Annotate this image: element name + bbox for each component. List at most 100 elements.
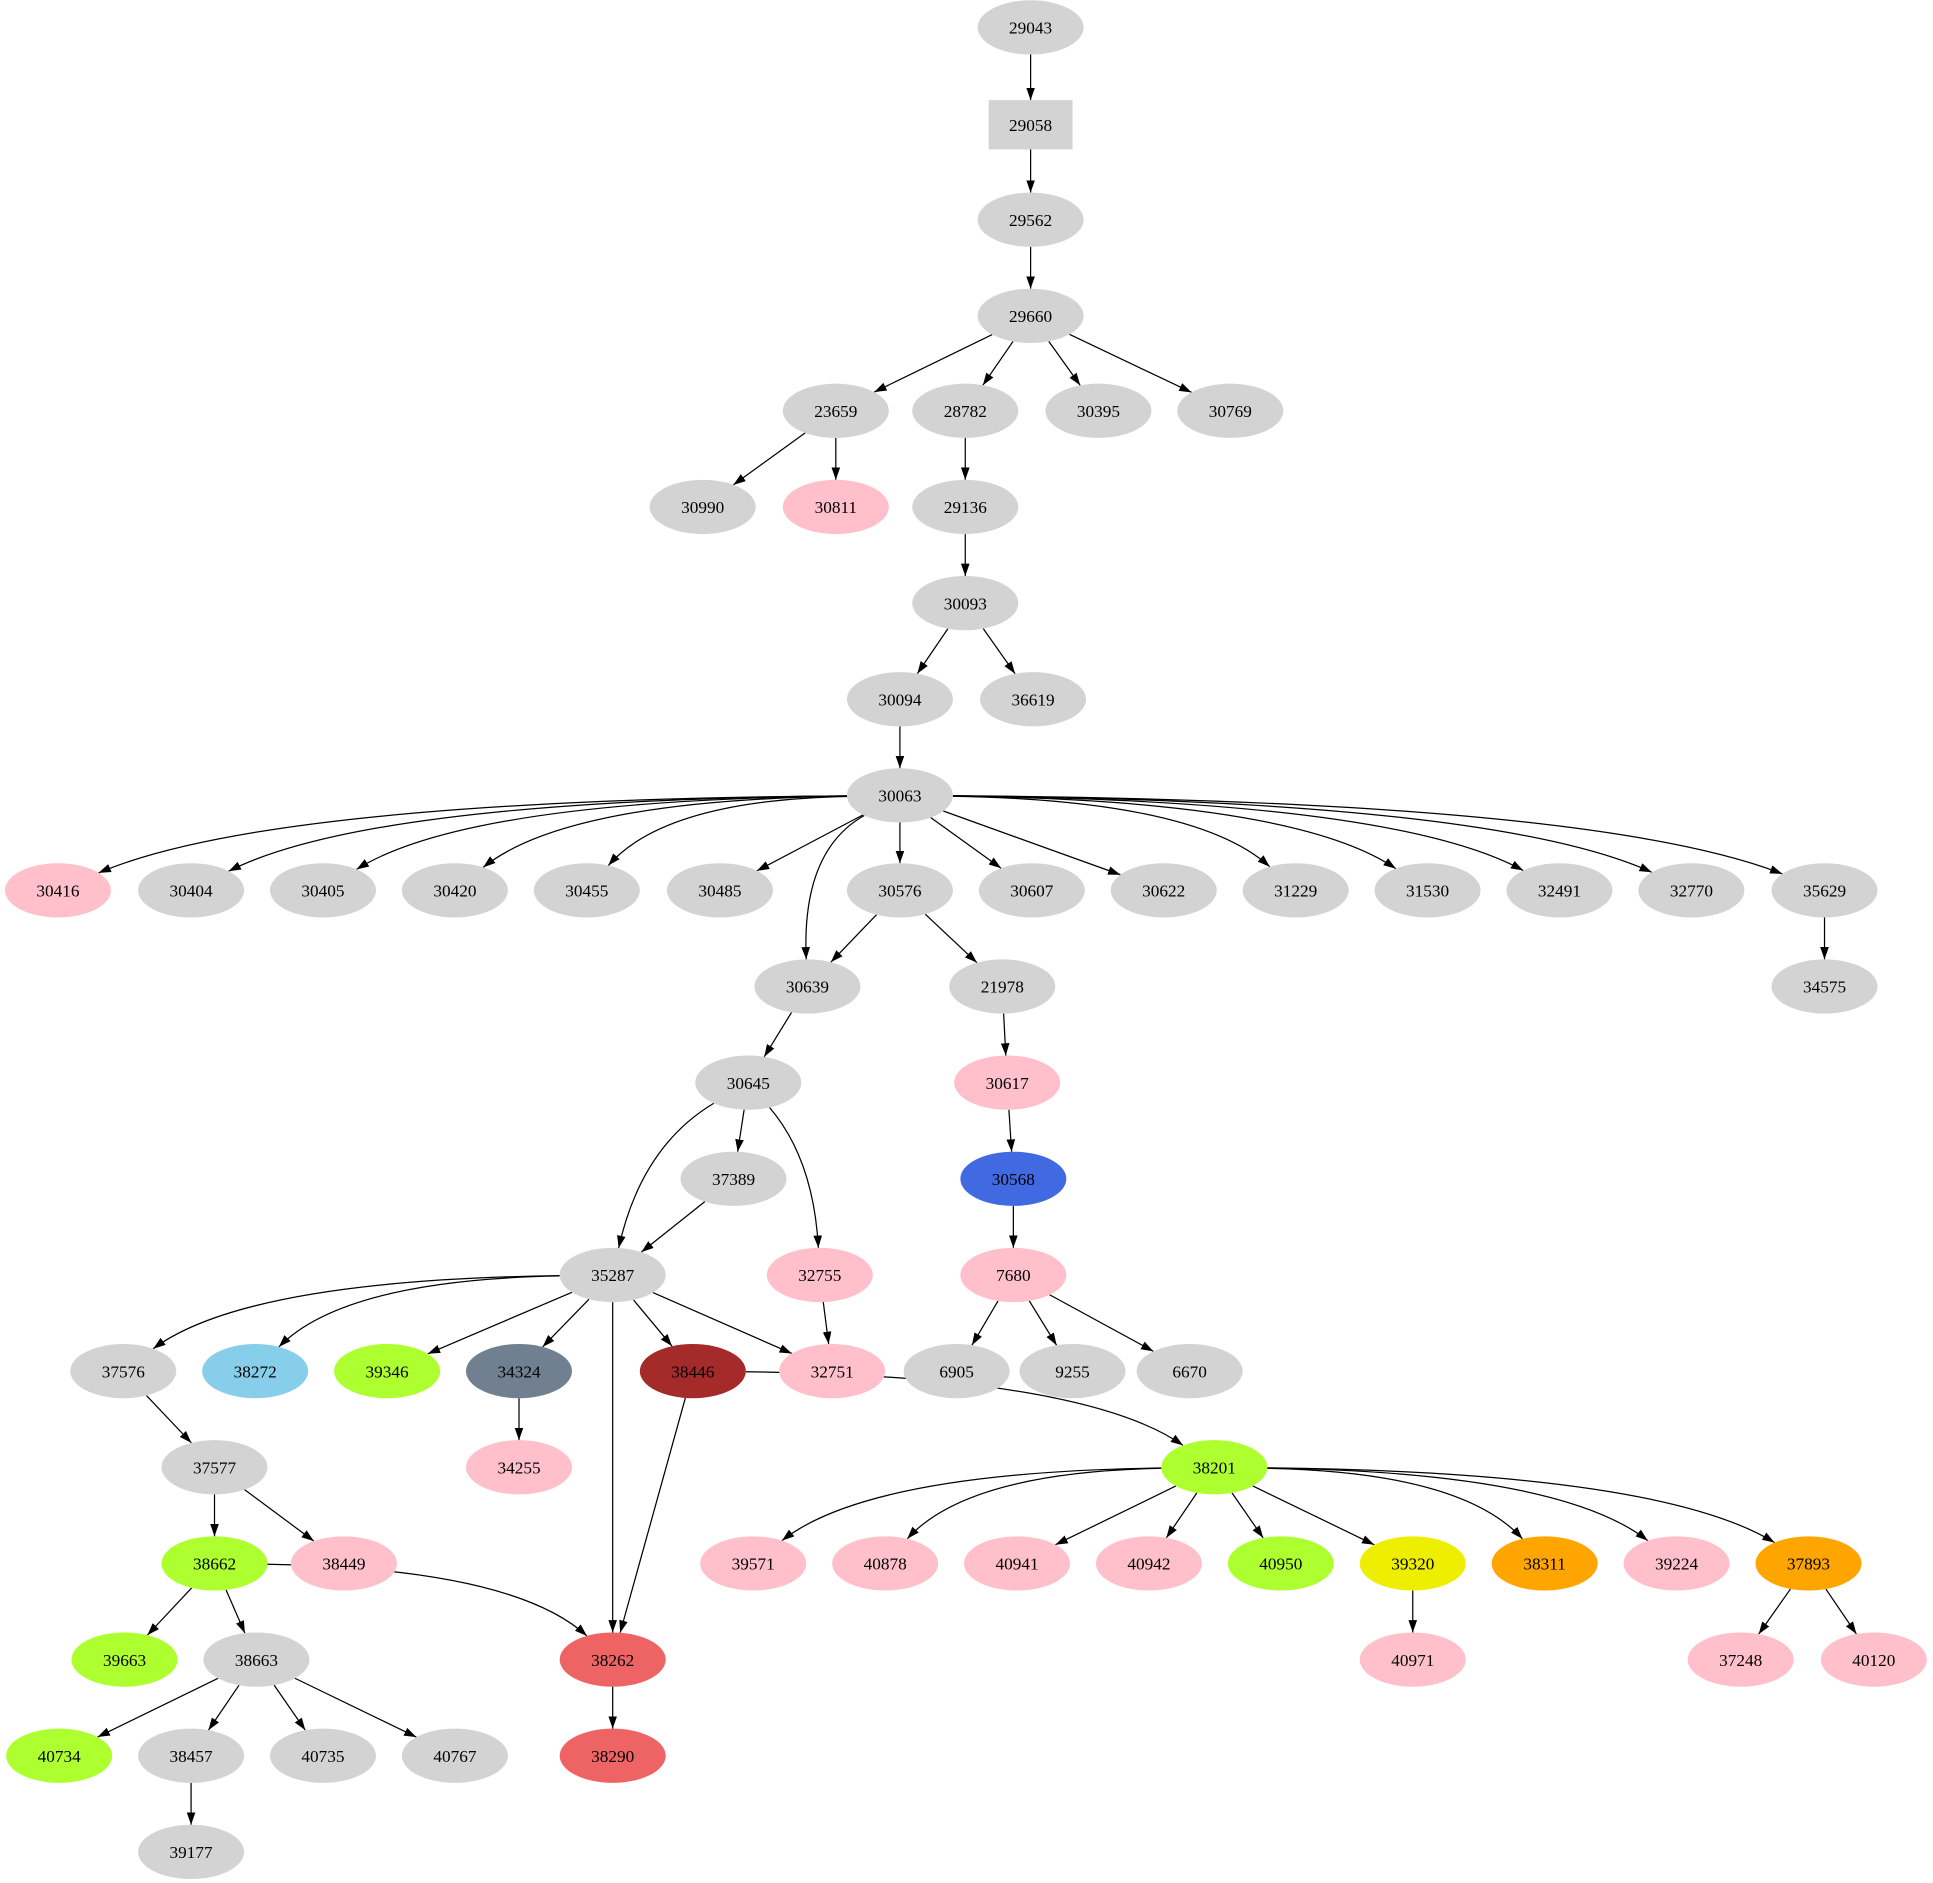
node-37577[interactable]: 37577 <box>161 1440 268 1495</box>
node-shape <box>1359 1632 1466 1687</box>
node-31229[interactable]: 31229 <box>1242 863 1349 918</box>
node-39663[interactable]: 39663 <box>71 1632 178 1687</box>
node-31530[interactable]: 31530 <box>1374 863 1481 918</box>
node-39346[interactable]: 39346 <box>334 1344 441 1399</box>
node-30094[interactable]: 30094 <box>846 672 953 727</box>
node-39177[interactable]: 39177 <box>138 1824 245 1880</box>
node-30645[interactable]: 30645 <box>695 1055 802 1110</box>
node-39224[interactable]: 39224 <box>1623 1536 1730 1591</box>
node-37893[interactable]: 37893 <box>1755 1536 1862 1591</box>
edge-37577-38449 <box>244 1489 315 1542</box>
node-38290[interactable]: 38290 <box>559 1728 666 1783</box>
node-38446[interactable]: 38446 <box>639 1344 746 1399</box>
node-40942[interactable]: 40942 <box>1095 1536 1202 1591</box>
node-label: 23659 <box>814 402 857 421</box>
node-label: 31530 <box>1406 882 1449 901</box>
edge-38201-40878 <box>906 1467 1162 1540</box>
node-label: 39663 <box>103 1651 146 1670</box>
node-label: 30769 <box>1209 402 1252 421</box>
node-34324[interactable]: 34324 <box>465 1344 573 1399</box>
node-30420[interactable]: 30420 <box>401 863 508 918</box>
node-label: 32751 <box>811 1362 854 1381</box>
node-37389[interactable]: 37389 <box>680 1151 787 1206</box>
node-37248[interactable]: 37248 <box>1687 1632 1794 1687</box>
node-37576[interactable]: 37576 <box>70 1344 177 1399</box>
edge-30063-30622 <box>943 810 1121 876</box>
node-30639[interactable]: 30639 <box>754 959 861 1014</box>
node-30607[interactable]: 30607 <box>978 863 1085 918</box>
node-30395[interactable]: 30395 <box>1045 383 1152 438</box>
node-28782[interactable]: 28782 <box>912 383 1019 438</box>
node-label: 38311 <box>1523 1555 1565 1574</box>
node-30455[interactable]: 30455 <box>533 863 640 918</box>
node-29562[interactable]: 29562 <box>977 192 1084 247</box>
edges-layer <box>97 54 1857 1825</box>
node-29660[interactable]: 29660 <box>977 288 1084 343</box>
node-shape <box>269 863 376 918</box>
node-38662[interactable]: 38662 <box>161 1536 268 1591</box>
node-40767[interactable]: 40767 <box>401 1728 508 1783</box>
node-32751[interactable]: 32751 <box>779 1344 886 1399</box>
node-38311[interactable]: 38311 <box>1491 1536 1598 1591</box>
node-label: 40942 <box>1127 1555 1170 1574</box>
node-40941[interactable]: 40941 <box>964 1536 1071 1591</box>
node-36619[interactable]: 36619 <box>980 672 1087 727</box>
node-39320[interactable]: 39320 <box>1359 1536 1466 1591</box>
node-6670[interactable]: 6670 <box>1136 1344 1243 1399</box>
edge-30093-36619 <box>982 628 1016 675</box>
node-shape <box>203 1632 310 1687</box>
node-23659[interactable]: 23659 <box>782 383 889 438</box>
node-40120[interactable]: 40120 <box>1820 1632 1927 1687</box>
node-40735[interactable]: 40735 <box>269 1728 376 1783</box>
node-38449[interactable]: 38449 <box>290 1536 397 1591</box>
node-shape <box>161 1440 268 1495</box>
node-39571[interactable]: 39571 <box>700 1536 807 1591</box>
node-38457[interactable]: 38457 <box>138 1728 245 1783</box>
node-35287[interactable]: 35287 <box>559 1247 666 1303</box>
node-30063[interactable]: 30063 <box>846 768 953 823</box>
node-30769[interactable]: 30769 <box>1177 383 1284 438</box>
node-9255[interactable]: 9255 <box>1019 1344 1126 1399</box>
node-label: 40120 <box>1852 1651 1895 1670</box>
node-30811[interactable]: 30811 <box>782 479 889 535</box>
node-label: 37577 <box>193 1458 237 1477</box>
node-29043[interactable]: 29043 <box>977 0 1084 55</box>
node-30576[interactable]: 30576 <box>846 863 953 918</box>
node-34255[interactable]: 34255 <box>465 1440 573 1495</box>
node-40734[interactable]: 40734 <box>6 1728 113 1783</box>
node-32770[interactable]: 32770 <box>1638 863 1745 918</box>
edge-38663-38457 <box>207 1684 240 1731</box>
node-shape <box>269 1728 376 1783</box>
node-30617[interactable]: 30617 <box>954 1055 1061 1110</box>
node-30405[interactable]: 30405 <box>269 863 376 918</box>
node-7680[interactable]: 7680 <box>960 1247 1067 1303</box>
node-30404[interactable]: 30404 <box>138 863 245 918</box>
node-30093[interactable]: 30093 <box>912 575 1019 631</box>
edge-35287-38272 <box>278 1275 560 1348</box>
edge-7680-6905 <box>971 1300 999 1346</box>
edge-29660-23659 <box>873 334 993 393</box>
node-shape <box>912 479 1019 535</box>
node-21978[interactable]: 21978 <box>949 959 1056 1014</box>
node-32755[interactable]: 32755 <box>766 1247 873 1303</box>
node-40950[interactable]: 40950 <box>1227 1536 1334 1591</box>
node-label: 30607 <box>1010 882 1054 901</box>
node-30485[interactable]: 30485 <box>666 863 773 918</box>
node-40878[interactable]: 40878 <box>832 1536 939 1591</box>
node-38201[interactable]: 38201 <box>1161 1440 1268 1495</box>
node-38262[interactable]: 38262 <box>559 1632 666 1687</box>
node-30568[interactable]: 30568 <box>960 1151 1067 1206</box>
node-35629[interactable]: 35629 <box>1771 863 1878 918</box>
node-29136[interactable]: 29136 <box>912 479 1019 535</box>
node-38663[interactable]: 38663 <box>203 1632 310 1687</box>
node-38272[interactable]: 38272 <box>202 1344 309 1399</box>
node-40971[interactable]: 40971 <box>1359 1632 1466 1687</box>
node-6905[interactable]: 6905 <box>903 1344 1010 1399</box>
node-30416[interactable]: 30416 <box>4 863 111 918</box>
node-29058[interactable]: 29058 <box>988 100 1073 150</box>
node-30990[interactable]: 30990 <box>649 479 756 535</box>
node-32491[interactable]: 32491 <box>1506 863 1613 918</box>
node-30622[interactable]: 30622 <box>1110 863 1217 918</box>
node-34575[interactable]: 34575 <box>1771 959 1878 1014</box>
edge-38201-39320 <box>1252 1485 1375 1546</box>
